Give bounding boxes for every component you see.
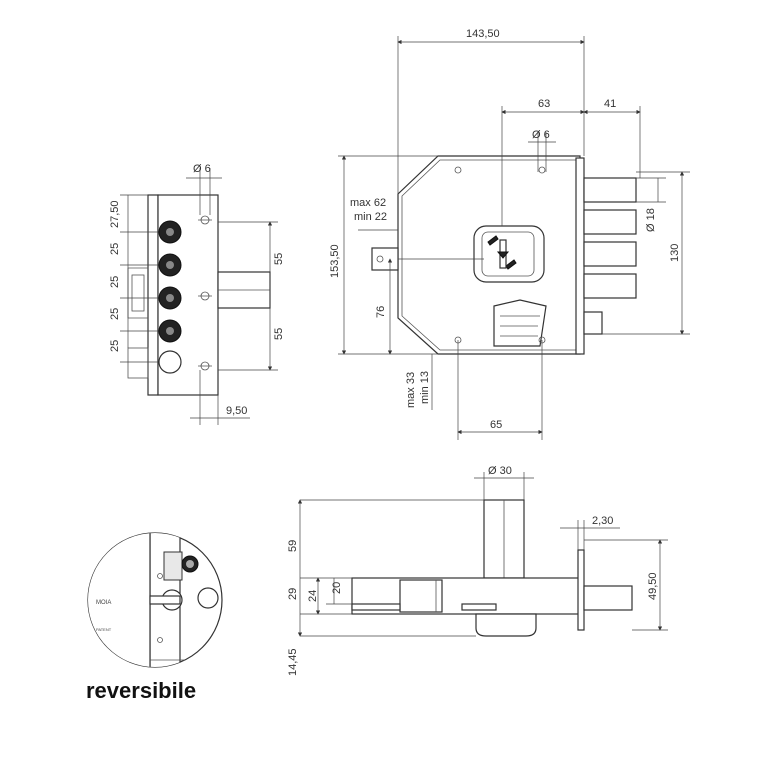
side-d55-b: 55	[273, 328, 285, 340]
side-dia6: Ø 6	[193, 163, 211, 175]
front-d143-50: 143,50	[466, 28, 500, 40]
front-d153-50: 153,50	[329, 244, 341, 278]
side-faceplate	[147, 194, 159, 396]
front-max33: max 33	[405, 372, 417, 408]
side-d27-50: 27,50	[109, 200, 121, 228]
front-dia18: Ø 18	[645, 208, 657, 232]
side-d25-a: 25	[109, 243, 121, 255]
front-max62: max 62	[350, 197, 386, 209]
front-latch	[583, 311, 603, 335]
cylinder-recess	[473, 225, 545, 283]
front-bolt-1	[583, 177, 637, 203]
caption-reversibile: reversibile	[86, 678, 197, 703]
side-d25-c: 25	[109, 308, 121, 320]
bottom-d2-30: 2,30	[592, 515, 613, 527]
side-d25-d: 25	[109, 340, 121, 352]
bottom-d59: 59	[287, 540, 299, 552]
bottom-faceplate	[577, 549, 585, 631]
front-min13: min 13	[419, 371, 431, 404]
front-d130: 130	[669, 244, 681, 262]
bottom-d24: 24	[307, 590, 319, 602]
front-view	[338, 36, 690, 440]
bottom-d29: 29	[287, 588, 299, 600]
bottom-d14-45: 14,45	[287, 648, 299, 676]
side-d9-50: 9,50	[226, 405, 247, 417]
detail-brand: MOIA	[96, 600, 111, 606]
front-d76: 76	[375, 306, 387, 318]
side-d25-b: 25	[109, 276, 121, 288]
front-d65: 65	[490, 419, 502, 431]
reversible-detail: MOIA PATENT	[87, 532, 223, 668]
front-dia6: Ø 6	[532, 129, 550, 141]
cylinder-circle	[158, 350, 182, 374]
bottom-d49-50: 49,50	[647, 572, 659, 600]
bottom-view	[297, 472, 668, 637]
side-view	[120, 168, 278, 425]
front-bolt-2	[583, 209, 637, 235]
bottom-cap	[475, 613, 537, 637]
front-min22: min 22	[354, 211, 387, 223]
front-d63: 63	[538, 98, 550, 110]
front-bolt-4	[583, 273, 637, 299]
side-d55-a: 55	[273, 253, 285, 265]
detail-note: PATENT	[96, 627, 112, 632]
bottom-d20: 20	[331, 582, 343, 594]
bottom-dia30: Ø 30	[488, 465, 512, 477]
bottom-bolt	[583, 585, 633, 611]
front-bolt-3	[583, 241, 637, 267]
front-faceplate	[575, 157, 585, 355]
handle-slot	[493, 299, 547, 347]
front-d41: 41	[604, 98, 616, 110]
front-lug	[371, 247, 399, 271]
